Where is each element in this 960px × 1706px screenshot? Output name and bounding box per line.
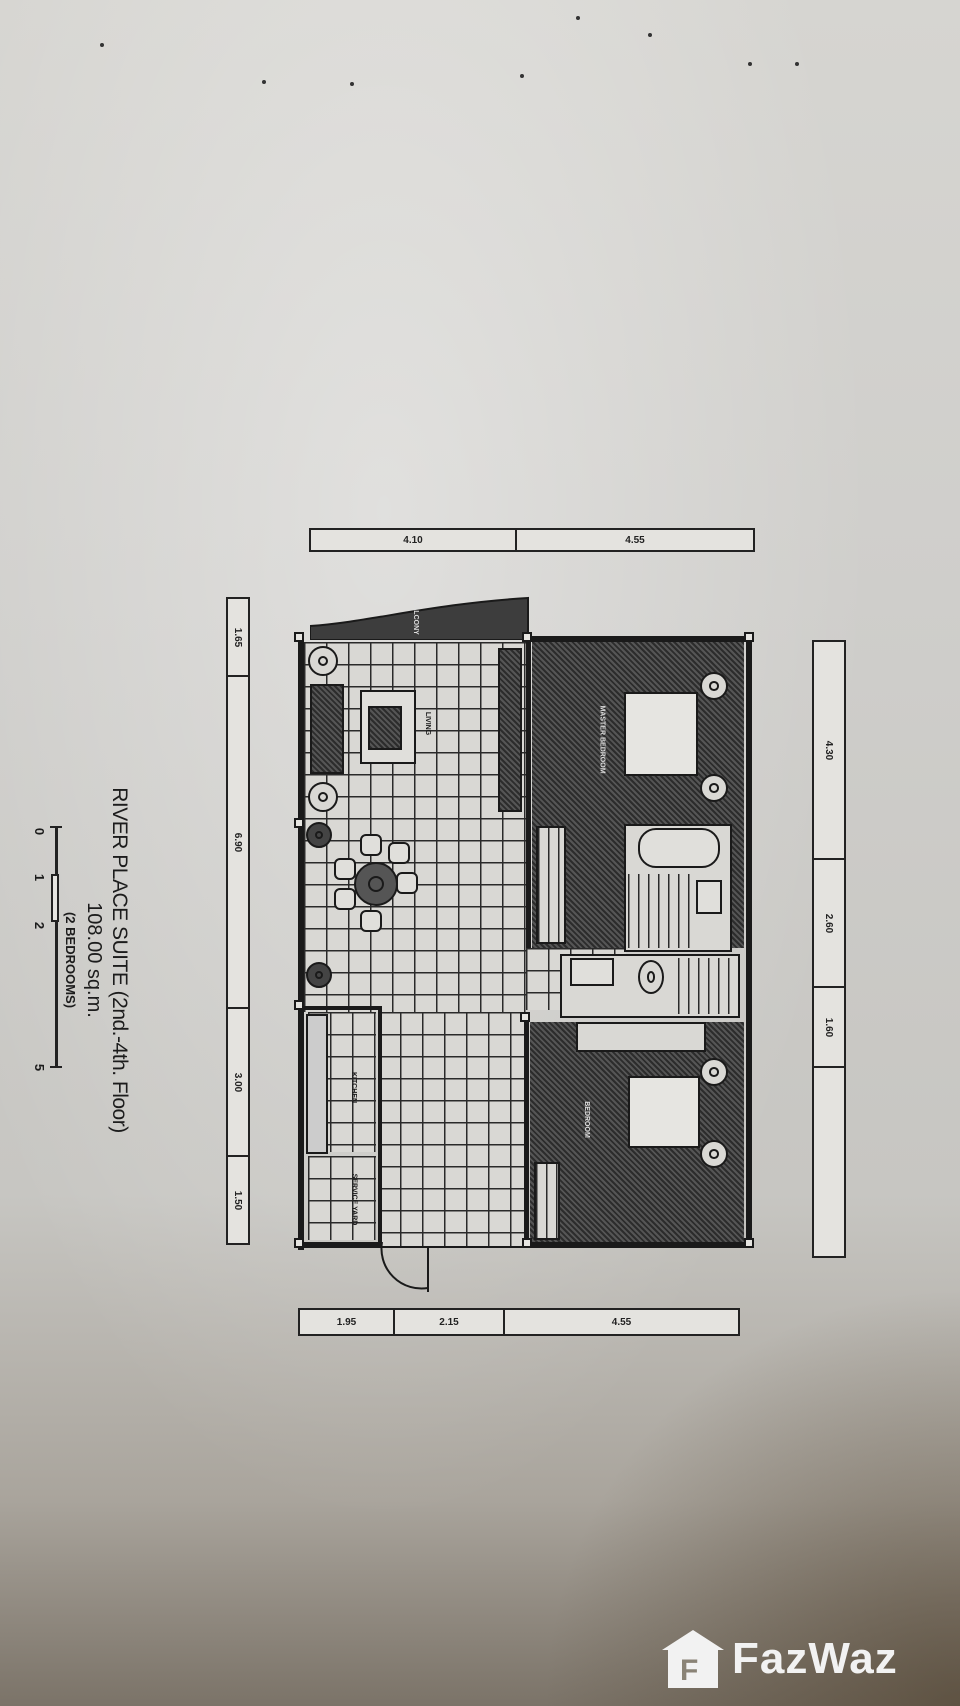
dimension-bar-left: 1.65 6.90 3.00 1.50	[226, 597, 250, 1245]
dimension-bottom-2: 2.15	[395, 1310, 505, 1334]
dimension-right-1: 4.30	[814, 642, 844, 860]
speck	[576, 16, 580, 20]
rug-icon	[368, 706, 402, 750]
bed-icon	[628, 1076, 700, 1148]
plant-icon	[306, 822, 332, 848]
speck	[350, 82, 354, 86]
column-post	[294, 818, 304, 828]
sofa-icon	[310, 684, 344, 774]
nightstand-icon	[700, 672, 728, 700]
wardrobe-icon	[534, 1162, 560, 1240]
master-bedroom-wall	[526, 636, 531, 948]
dining-chair-icon	[360, 910, 382, 932]
scale-bar	[50, 826, 62, 1068]
wardrobe-icon	[536, 826, 566, 944]
dimension-bar-right: 4.30 2.60 1.60	[812, 640, 846, 1258]
balcony-label: BALCONY	[411, 600, 419, 635]
master-bedroom-label: MASTER BEDROOM	[598, 705, 606, 774]
dining-chair-icon	[334, 858, 356, 880]
nightstand-icon	[700, 774, 728, 802]
fazwaz-house-icon: F	[662, 1630, 724, 1688]
kitchen-counter-icon	[306, 1014, 328, 1154]
photo-shadow	[540, 1286, 960, 1706]
speck	[795, 62, 799, 66]
column-post	[294, 1000, 304, 1010]
speck	[520, 74, 524, 78]
column-post	[522, 632, 532, 642]
dimension-left-4: 1.50	[232, 1190, 244, 1210]
plant-icon	[306, 962, 332, 988]
dining-chair-icon	[388, 842, 410, 864]
master-bed-icon	[624, 692, 698, 776]
living-label: LIVING	[424, 711, 432, 736]
bedroom-label: BEDROOM	[582, 1101, 590, 1138]
basin-icon	[696, 880, 722, 914]
basin-icon	[570, 958, 614, 986]
title-block: RIVER PLACE SUITE (2nd.-4th. Floor) 108.…	[0, 725, 131, 1195]
speck	[100, 43, 104, 47]
fazwaz-watermark: F FazWaz	[662, 1630, 898, 1688]
nightstand-icon	[700, 1058, 728, 1086]
speck	[748, 62, 752, 66]
bathtub-icon	[638, 828, 720, 868]
dimension-bottom-3: 4.55	[611, 1316, 632, 1328]
dimension-right-3: 1.60	[814, 988, 844, 1068]
plan-bedrooms: (2 BEDROOMS)	[63, 911, 78, 1009]
scale-tick	[50, 826, 62, 828]
dimension-right-2: 2.60	[814, 860, 844, 988]
dimension-top-1: 4.10	[311, 530, 517, 550]
kitchen-wall	[304, 1006, 380, 1010]
dimension-bar-top: 4.10 4.55	[309, 528, 755, 552]
tv-cabinet-icon	[498, 648, 522, 812]
corridor-floor	[378, 1012, 528, 1246]
wall-left	[298, 636, 304, 1250]
column-post	[294, 632, 304, 642]
toilet-icon	[638, 960, 664, 994]
plan-title: RIVER PLACE SUITE (2nd.-4th. Floor)	[108, 787, 131, 1133]
column-post	[744, 1238, 754, 1248]
dimension-left-1: 1.65	[228, 599, 248, 677]
dining-table-icon	[354, 862, 398, 906]
dimension-left-3: 3.00	[228, 1009, 248, 1157]
column-post	[522, 1238, 532, 1248]
scale-label-0: 0	[32, 827, 48, 836]
column-post	[294, 1238, 304, 1248]
column-post	[744, 632, 754, 642]
kitchen-label: KITCHEN	[350, 1071, 358, 1104]
dimension-left-2: 6.90	[228, 677, 248, 1009]
scale-label-1: 1	[32, 873, 48, 882]
scale-tick	[50, 1066, 62, 1068]
floor-plan: BALCONY LIVING KITCHEN SERVICE YARD MAST…	[294, 596, 754, 1292]
service-yard-label: SERVICE YARD	[350, 1173, 358, 1226]
nightstand-icon	[700, 1140, 728, 1168]
fazwaz-logo-text: FazWaz	[732, 1634, 898, 1683]
bedroom-wall	[524, 1016, 529, 1246]
wall-top-right	[528, 636, 752, 642]
shower-floor	[678, 958, 736, 1014]
column-post	[520, 1012, 530, 1022]
plan-area: 108.00 sq.m.	[83, 902, 105, 1018]
wall-right	[746, 636, 752, 1248]
speck	[648, 33, 652, 37]
dining-chair-icon	[360, 834, 382, 856]
service-yard-floor	[308, 1156, 376, 1240]
dimension-bottom-1: 1.95	[300, 1310, 395, 1334]
scale-label-5: 5	[32, 1063, 48, 1072]
dimension-right-4	[814, 1068, 844, 1256]
balcony-shape	[310, 596, 529, 640]
bedroom-wardrobe-icon	[576, 1022, 706, 1052]
dimension-bar-bottom: 1.95 2.15 4.55	[298, 1308, 740, 1336]
kitchen-wall	[378, 1006, 382, 1246]
bathroom-floor	[628, 874, 694, 948]
scale-label-2: 2	[32, 921, 48, 930]
entry-door-icon	[380, 1241, 429, 1292]
dining-chair-icon	[334, 888, 356, 910]
dimension-top-2: 4.55	[625, 534, 645, 546]
dining-chair-icon	[396, 872, 418, 894]
scale-line	[55, 826, 58, 1068]
lamp-table-icon	[308, 782, 338, 812]
lamp-table-icon	[308, 646, 338, 676]
speck	[262, 80, 266, 84]
scale-segment	[51, 874, 59, 922]
